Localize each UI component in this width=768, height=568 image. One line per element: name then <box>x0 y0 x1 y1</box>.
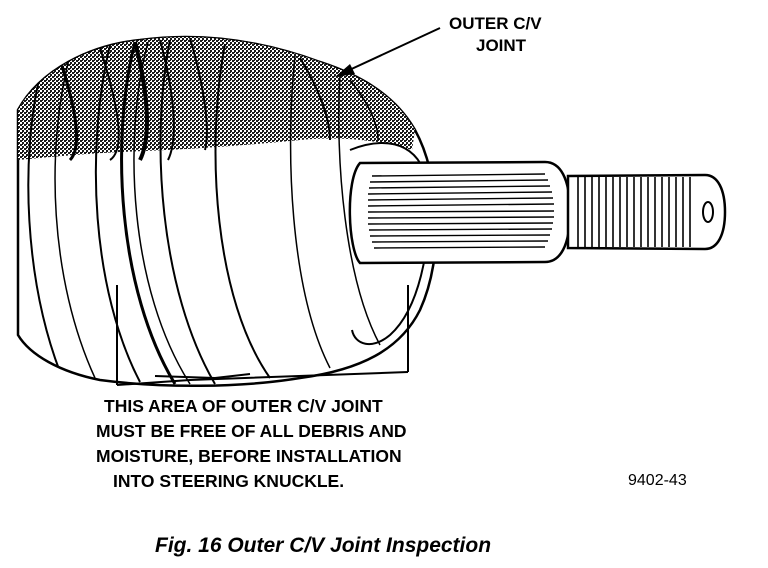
area-note-line3: MOISTURE, BEFORE INSTALLATION <box>96 446 402 466</box>
cv-joint-body <box>16 35 438 388</box>
figure-caption: Fig. 16 Outer C/V Joint Inspection <box>155 534 491 557</box>
outer-cv-joint-label-line1: OUTER C/V <box>449 14 542 33</box>
stub-shaft <box>348 160 727 265</box>
area-bracket <box>116 285 409 386</box>
threaded-end <box>566 173 727 251</box>
outer-cv-joint-leader <box>335 27 441 77</box>
threads <box>577 177 691 247</box>
area-note-line4: INTO STEERING KNUCKLE. <box>113 471 344 491</box>
shaft-end-hole <box>702 201 714 223</box>
area-note-line2: MUST BE FREE OF ALL DEBRIS AND <box>96 421 406 441</box>
figure-part-number: 9402-43 <box>628 472 687 489</box>
shaft-splines <box>367 173 555 249</box>
joint-shading <box>18 36 415 160</box>
joint-ribs <box>27 39 381 385</box>
outer-cv-joint-label-line2: JOINT <box>476 36 527 55</box>
area-note-line1: THIS AREA OF OUTER C/V JOINT <box>104 396 383 416</box>
